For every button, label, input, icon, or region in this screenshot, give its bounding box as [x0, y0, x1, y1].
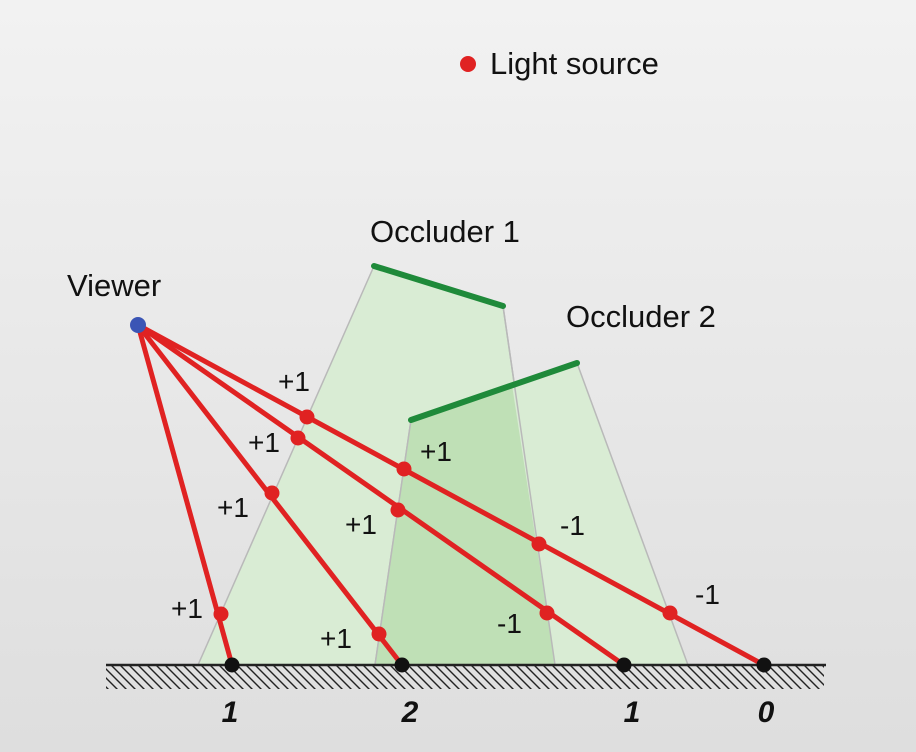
occluder-2-label: Occluder 2	[566, 299, 716, 334]
viewer-label: Viewer	[67, 268, 161, 303]
ground-count: 1	[624, 696, 641, 729]
occluder-1	[371, 263, 506, 309]
crossing-label: +1	[171, 593, 203, 624]
crossing-point	[662, 605, 678, 621]
crossing-label: +1	[320, 623, 352, 654]
crossing-point	[213, 606, 229, 622]
crossing-point	[531, 536, 547, 552]
crossing-point	[299, 409, 315, 425]
crossing-label: +1	[248, 427, 280, 458]
crossing-label: +1	[345, 509, 377, 540]
crossing-label: +1	[217, 492, 249, 523]
legend-label: Light source	[490, 46, 659, 81]
ground	[106, 663, 826, 689]
ground-point	[394, 657, 410, 673]
viewer-point	[130, 317, 146, 333]
legend-light-source-marker	[460, 56, 476, 72]
crossing-label: -1	[497, 608, 522, 639]
crossing-label: +1	[420, 436, 452, 467]
ray-4	[136, 322, 766, 668]
legend: Light source	[460, 46, 659, 81]
shadow-volume-overlap	[375, 385, 555, 665]
ground-count: 2	[401, 696, 419, 729]
crossing-point	[539, 605, 555, 621]
occluder-1-label: Occluder 1	[370, 214, 520, 249]
ground-point	[756, 657, 772, 673]
ground-points	[224, 657, 772, 673]
crossing-point	[371, 626, 387, 642]
crossing-point	[390, 502, 406, 518]
crossing-labels: +1 +1 +1 +1 +1 -1 +1 +1 -1 -1	[171, 366, 720, 654]
ground-point	[224, 657, 240, 673]
crossing-label: -1	[695, 579, 720, 610]
crossing-points	[213, 409, 678, 642]
crossing-point	[264, 485, 280, 501]
crossing-point	[290, 430, 306, 446]
ground-count: 0	[758, 696, 775, 729]
occluder-2	[408, 360, 580, 423]
crossing-label: +1	[278, 366, 310, 397]
crossing-label: -1	[560, 510, 585, 541]
ground-point	[616, 657, 632, 673]
crossing-point	[396, 461, 412, 477]
shadow-volumes	[196, 265, 690, 666]
ground-count: 1	[222, 696, 239, 729]
ground-counts: 1 2 1 0	[222, 696, 775, 729]
